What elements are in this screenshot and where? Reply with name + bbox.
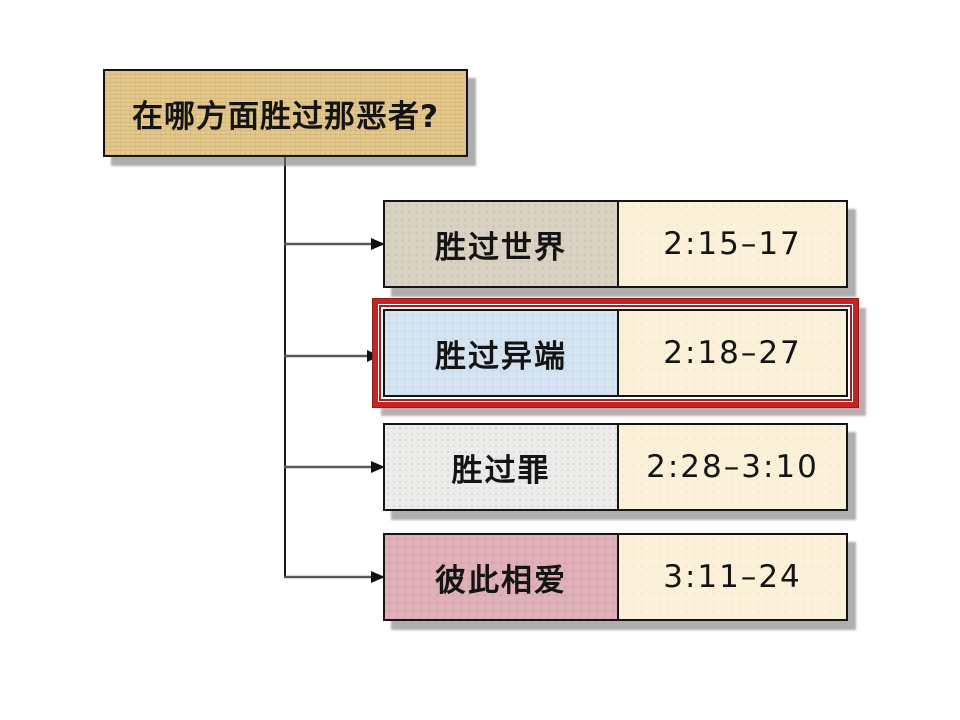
label-cell-love-one-another: 彼此相爱 <box>385 535 619 619</box>
row-overcome-heresy: 胜过异端 2:18–27 <box>383 309 848 397</box>
row-label: 胜过世界 <box>435 229 567 266</box>
verse-cell-overcome-world: 2:15–17 <box>619 202 846 286</box>
highlight-frame: 胜过异端 2:18–27 <box>372 298 859 408</box>
verse-cell-overcome-heresy: 2:18–27 <box>619 311 846 395</box>
verse-reference: 2:28–3:10 <box>646 449 819 485</box>
row-label: 彼此相爱 <box>435 562 567 599</box>
row-label: 胜过异端 <box>435 338 567 375</box>
verse-reference: 2:15–17 <box>663 226 802 262</box>
arrowhead-icon <box>371 571 385 583</box>
label-cell-overcome-world: 胜过世界 <box>385 202 619 286</box>
title-box: 在哪方面胜过那恶者? <box>103 69 468 157</box>
verse-cell-overcome-sin: 2:28–3:10 <box>619 425 846 509</box>
row-love-one-another: 彼此相爱 3:11–24 <box>383 533 848 621</box>
label-cell-overcome-heresy: 胜过异端 <box>385 311 619 395</box>
verse-reference: 2:18–27 <box>663 335 802 371</box>
branch-arrow-sin <box>284 461 385 473</box>
label-cell-overcome-sin: 胜过罪 <box>385 425 619 509</box>
row-overcome-sin: 胜过罪 2:28–3:10 <box>383 423 848 511</box>
arrowhead-icon <box>371 461 385 473</box>
highlight-frame-inner: 胜过异端 2:18–27 <box>379 305 852 401</box>
row-label: 胜过罪 <box>451 452 551 489</box>
branch-arrow-love <box>284 571 385 583</box>
verse-cell-love-one-another: 3:11–24 <box>619 535 846 619</box>
branch-arrow-world <box>284 238 385 250</box>
row-overcome-world: 胜过世界 2:15–17 <box>383 200 848 288</box>
branch-arrow-heresy <box>284 350 380 362</box>
verse-reference: 3:11–24 <box>663 559 802 595</box>
arrowhead-icon <box>371 238 385 250</box>
title-text: 在哪方面胜过那恶者? <box>132 98 439 135</box>
